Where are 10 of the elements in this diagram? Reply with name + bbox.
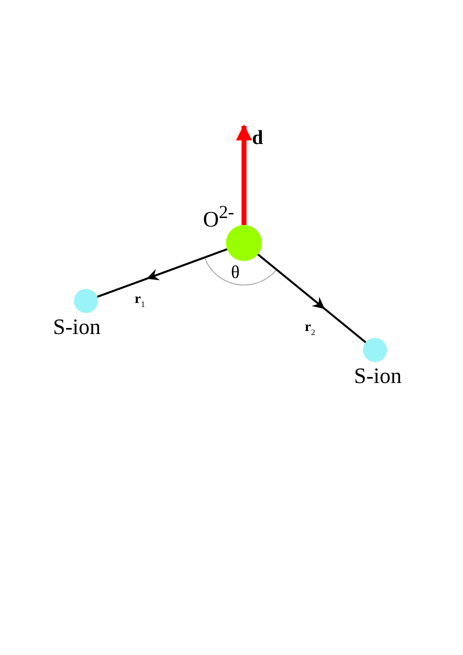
arrow xyxy=(96,248,228,298)
vector-label: r$_{1}$ xyxy=(134,292,145,309)
arrow xyxy=(257,254,366,344)
ion-label: O$^{2-}$ xyxy=(203,203,234,230)
vector-label: d xyxy=(252,128,264,148)
arrow xyxy=(236,124,252,225)
vector-label: r$_{2}$ xyxy=(304,320,316,338)
ion-label: S-ion xyxy=(354,365,402,387)
ion-label: S-ion xyxy=(53,316,101,338)
angle-label: θ xyxy=(231,263,240,281)
